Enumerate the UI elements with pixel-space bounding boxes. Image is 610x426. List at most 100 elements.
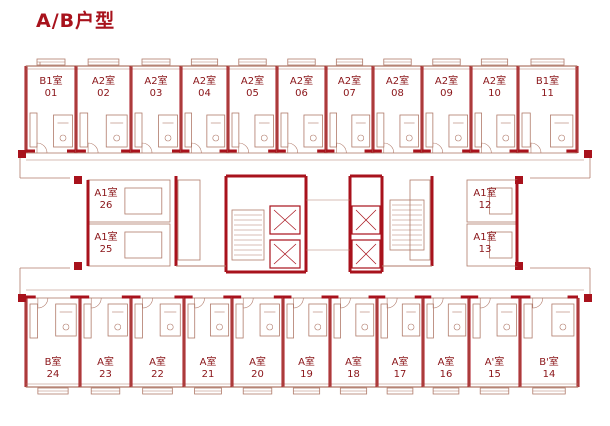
door-swing [340,297,351,309]
toilet-fixture [309,134,317,142]
unit-type-label: A2室 [290,74,313,87]
wall-column [74,176,82,184]
toilet-fixture [59,134,67,142]
door-swing [238,142,250,154]
plan-linework [19,62,591,298]
kitchen-counter [235,303,244,339]
bathroom-outline [489,231,513,259]
elevator-shaft [269,205,301,235]
door-swing [242,297,254,309]
toilet-fixture [266,323,274,331]
bathroom-outline [209,303,230,337]
elevator-shaft [351,205,381,235]
bathroom-outline [401,303,421,337]
door-swing [481,142,492,154]
elevator-shaft [351,239,381,269]
unit-type-label: A室 [200,355,217,368]
kitchen-counter [521,112,531,148]
unit-number-label: 25 [100,244,113,255]
bathroom-outline [55,303,77,337]
unit-number-label: 02 [97,88,110,99]
unit-type-label: A2室 [338,74,361,87]
toilet-fixture [405,134,413,142]
unit-type-label: B'室 [539,355,559,368]
bathroom-outline [496,303,517,337]
shaft-outline [177,179,201,261]
unit-number-label: 23 [99,369,112,380]
kitchen-counter [333,303,341,339]
unit-number-label: 06 [295,88,308,99]
unit-type-label: A2室 [144,74,167,87]
wall-column [18,294,26,302]
unit-type-label: A1室 [473,186,496,199]
toilet-fixture [407,323,415,331]
unit-number-label: 05 [246,88,259,99]
unit-number-label: 16 [440,369,453,380]
toilet-fixture [113,134,120,142]
door-swing [194,297,205,309]
unit-outline [466,223,518,267]
unit-type-label: A2室 [386,74,409,87]
bathroom-outline [124,187,163,215]
unit-number-label: 24 [47,369,60,380]
bathroom-outline [107,303,128,337]
unit-number-label: 26 [100,200,113,211]
toilet-fixture [166,323,174,331]
bathroom-outline [105,114,128,148]
unit-type-label: B1室 [39,74,62,87]
bathroom-outline [259,303,280,337]
shaft-outline [409,179,431,261]
unit-number-label: 09 [440,88,453,99]
bathroom-outline [124,231,163,259]
kitchen-counter [79,112,89,148]
unit-rooms: B1室01A2室02A2室03A2室04A2室05A2室06A2室07A2室08… [24,58,580,395]
unit-type-label: A2室 [241,74,264,87]
unit-number-label: 04 [198,88,211,99]
toilet-fixture [502,134,510,142]
door-swing [90,297,102,309]
kitchen-counter [474,112,482,148]
bathroom-outline [355,303,375,337]
kitchen-counter [523,303,533,339]
unit-number-label: 21 [202,369,215,380]
door-swing [479,297,491,309]
toilet-fixture [357,134,365,142]
unit-type-label: A室 [298,355,315,368]
unit-number-label: 01 [45,88,58,99]
unit-number-label: 20 [251,369,264,380]
elevator-shaft [269,239,301,269]
unit-number-label: 08 [391,88,404,99]
toilet-fixture [559,323,567,331]
toilet-fixture [453,323,461,331]
kitchen-counter [376,112,385,148]
toilet-fixture [212,134,220,142]
toilet-fixture [260,134,268,142]
toilet-fixture [114,323,122,331]
bathroom-outline [496,114,516,148]
kitchen-counter [187,303,196,339]
door-swing [87,142,99,154]
kitchen-counter [280,112,289,148]
toilet-fixture [361,323,369,331]
unit-number-label: 03 [150,88,163,99]
bathroom-outline [308,303,328,337]
wall-column [584,294,592,302]
elevator-cross [355,209,377,231]
kitchen-counter [426,303,434,339]
unit-type-label: A室 [392,355,409,368]
bathroom-outline [551,303,575,337]
unit-number-label: 11 [541,88,554,99]
unit-outline [466,179,518,223]
kitchen-counter [29,112,38,148]
kitchen-counter [134,303,143,339]
wall-column [584,150,592,158]
unit-type-label: A室 [345,355,362,368]
unit-type-label: A1室 [94,230,117,243]
toilet-fixture [216,323,223,331]
elevator-cross [273,243,297,265]
elevator-cross [273,209,297,231]
door-swing [287,142,299,154]
bathroom-outline [489,187,513,215]
kitchen-counter [380,303,388,339]
